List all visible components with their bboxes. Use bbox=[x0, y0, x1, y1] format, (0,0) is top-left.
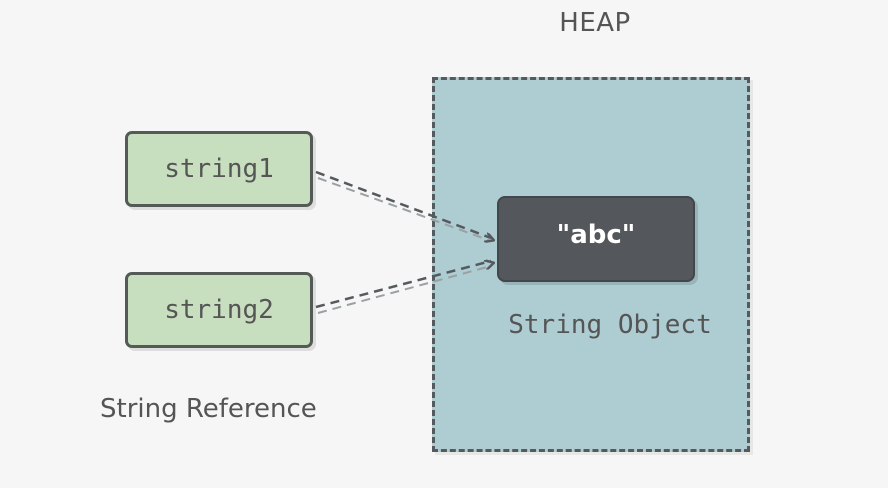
heap-title: HEAP bbox=[559, 8, 631, 38]
reference-box-string1: string1 bbox=[125, 131, 313, 207]
string-object-label: String Object bbox=[508, 310, 712, 340]
reference-label-string1: string1 bbox=[164, 154, 274, 184]
reference-caption: String Reference bbox=[100, 394, 317, 424]
string-object-box: "abc" bbox=[497, 196, 695, 282]
reference-label-string2: string2 bbox=[164, 295, 274, 325]
string-object-value: "abc" bbox=[556, 220, 636, 250]
reference-box-string2: string2 bbox=[125, 272, 313, 348]
